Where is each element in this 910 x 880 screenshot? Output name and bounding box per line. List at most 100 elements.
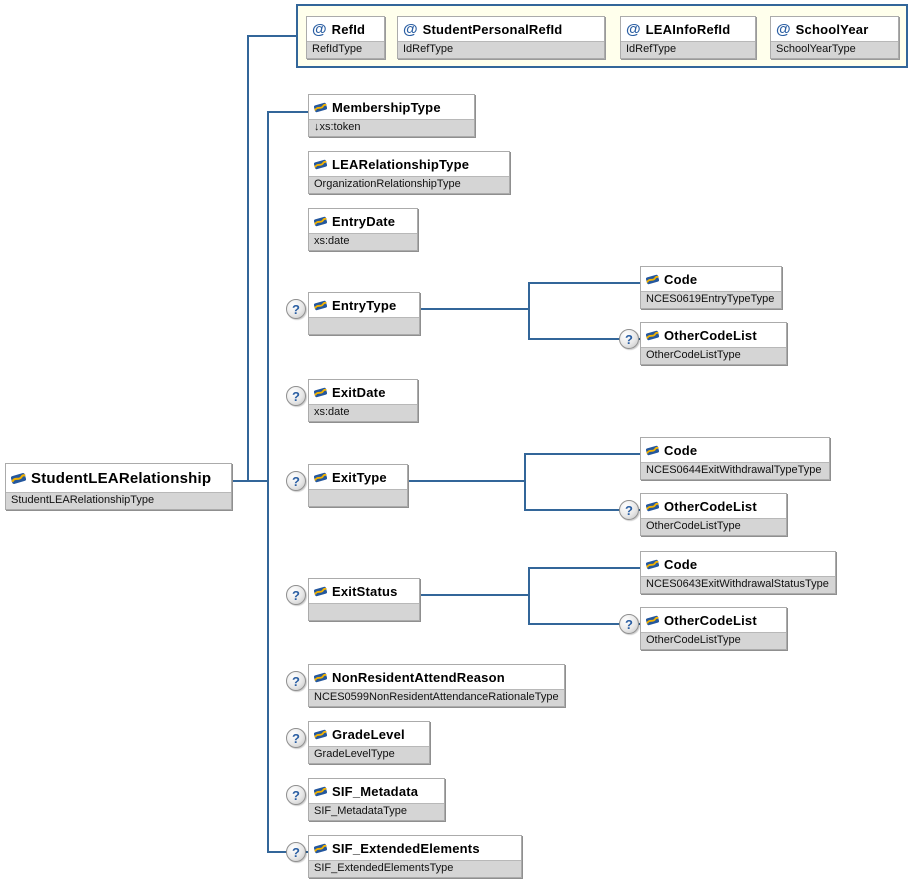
element-icon (314, 729, 327, 740)
element-name: SIF_ExtendedElements (332, 840, 480, 856)
optional-indicator: ? (286, 728, 306, 748)
element-type: ↓xs:token (309, 119, 474, 136)
element-header: ExitDate (309, 380, 417, 404)
element-name: LEARelationshipType (332, 156, 470, 172)
element-icon (314, 387, 327, 398)
element-node-membershiptype[interactable]: MembershipType ↓xs:token (308, 94, 475, 137)
element-header: SIF_Metadata (309, 779, 444, 803)
element-icon (314, 216, 327, 227)
element-header: GradeLevel (309, 722, 429, 746)
element-name: StudentLEARelationship (31, 469, 212, 487)
element-header: Code (641, 438, 829, 462)
attribute-node-schoolyear[interactable]: @ SchoolYear SchoolYearType (770, 16, 899, 59)
element-icon (646, 445, 659, 456)
element-node-exittype-code[interactable]: Code NCES0644ExitWithdrawalTypeType (640, 437, 830, 480)
element-header: Code (641, 267, 781, 291)
element-type: NCES0619EntryTypeType (641, 291, 781, 308)
element-name: MembershipType (332, 99, 441, 115)
element-node-sif-metadata[interactable]: SIF_Metadata SIF_MetadataType (308, 778, 445, 821)
optional-indicator: ? (619, 329, 639, 349)
element-icon (646, 559, 659, 570)
attribute-name: LEAInfoRefId (645, 21, 731, 37)
optional-indicator: ? (619, 614, 639, 634)
element-node-gradelevel[interactable]: GradeLevel GradeLevelType (308, 721, 430, 764)
element-name: GradeLevel (332, 726, 405, 742)
element-icon (314, 672, 327, 683)
element-icon (314, 159, 327, 170)
element-icon (314, 300, 327, 311)
element-header: Code (641, 552, 835, 576)
element-name: NonResidentAttendReason (332, 669, 505, 685)
optional-indicator: ? (286, 842, 306, 862)
element-node-exittype-othercodelist[interactable]: OtherCodeList OtherCodeListType (640, 493, 787, 536)
element-type (309, 317, 419, 334)
element-header: ExitStatus (309, 579, 419, 603)
element-icon (646, 501, 659, 512)
attribute-node-refid[interactable]: @ RefId RefIdType (306, 16, 385, 59)
element-type: xs:date (309, 233, 417, 250)
connector-line (267, 111, 308, 113)
element-type: SIF_ExtendedElementsType (309, 860, 521, 877)
attribute-node-leainforefid[interactable]: @ LEAInfoRefId IdRefType (620, 16, 756, 59)
element-header: EntryDate (309, 209, 417, 233)
element-icon (314, 786, 327, 797)
element-type: OtherCodeListType (641, 632, 786, 649)
attribute-name: RefId (331, 21, 366, 37)
element-header: OtherCodeList (641, 323, 786, 347)
attribute-icon: @ (776, 20, 791, 38)
element-name: Code (664, 556, 698, 572)
optional-indicator: ? (286, 671, 306, 691)
element-icon (314, 472, 327, 483)
element-name: SIF_Metadata (332, 783, 419, 799)
element-type: OtherCodeListType (641, 518, 786, 535)
optional-indicator: ? (286, 585, 306, 605)
element-type (309, 489, 407, 506)
connector-line (528, 282, 640, 284)
connector-line (247, 35, 296, 37)
element-node-entrytype-othercodelist[interactable]: OtherCodeList OtherCodeListType (640, 322, 787, 365)
element-node-exittype[interactable]: ExitType (308, 464, 408, 507)
element-node-exitstatus-code[interactable]: Code NCES0643ExitWithdrawalStatusType (640, 551, 836, 594)
connector-line (524, 453, 640, 455)
attribute-icon: @ (312, 20, 327, 38)
element-header: LEARelationshipType (309, 152, 509, 176)
attribute-name: SchoolYear (795, 21, 869, 37)
connector-line (420, 594, 530, 596)
connector-line (528, 623, 640, 625)
element-node-sif-extendedelements[interactable]: SIF_ExtendedElements SIF_ExtendedElement… (308, 835, 522, 878)
connector-line (524, 509, 640, 511)
element-node-nonresidentattendreason[interactable]: NonResidentAttendReason NCES0599NonResid… (308, 664, 565, 707)
element-node-studentlearelationship[interactable]: StudentLEARelationship StudentLEARelatio… (5, 463, 232, 510)
element-type: StudentLEARelationshipType (6, 492, 231, 509)
element-type: xs:date (309, 404, 417, 421)
attribute-header: @ SchoolYear (771, 17, 898, 41)
element-type: NCES0643ExitWithdrawalStatusType (641, 576, 835, 593)
connector-line (528, 338, 640, 340)
element-type: OtherCodeListType (641, 347, 786, 364)
element-type: OrganizationRelationshipType (309, 176, 509, 193)
attribute-icon: @ (403, 20, 418, 38)
element-node-entrytype-code[interactable]: Code NCES0619EntryTypeType (640, 266, 782, 309)
attribute-group-box: @ RefId RefIdType @ StudentPersonalRefId… (296, 4, 908, 68)
element-node-exitstatus-othercodelist[interactable]: OtherCodeList OtherCodeListType (640, 607, 787, 650)
attribute-header: @ StudentPersonalRefId (398, 17, 604, 41)
attribute-type: IdRefType (621, 41, 755, 58)
element-icon (314, 586, 327, 597)
attribute-header: @ RefId (307, 17, 384, 41)
attribute-type: RefIdType (307, 41, 384, 58)
optional-indicator: ? (286, 471, 306, 491)
element-header: EntryType (309, 293, 419, 317)
element-node-entrydate[interactable]: EntryDate xs:date (308, 208, 418, 251)
attribute-type: IdRefType (398, 41, 604, 58)
element-icon (314, 102, 327, 113)
element-node-entrytype[interactable]: EntryType (308, 292, 420, 335)
attribute-node-studentpersonalrefid[interactable]: @ StudentPersonalRefId IdRefType (397, 16, 605, 59)
element-node-exitdate[interactable]: ExitDate xs:date (308, 379, 418, 422)
optional-indicator: ? (286, 299, 306, 319)
element-node-exitstatus[interactable]: ExitStatus (308, 578, 420, 621)
connector-line (528, 282, 530, 340)
attribute-type: SchoolYearType (771, 41, 898, 58)
element-node-learelationshiptype[interactable]: LEARelationshipType OrganizationRelation… (308, 151, 510, 194)
element-icon (646, 274, 659, 285)
